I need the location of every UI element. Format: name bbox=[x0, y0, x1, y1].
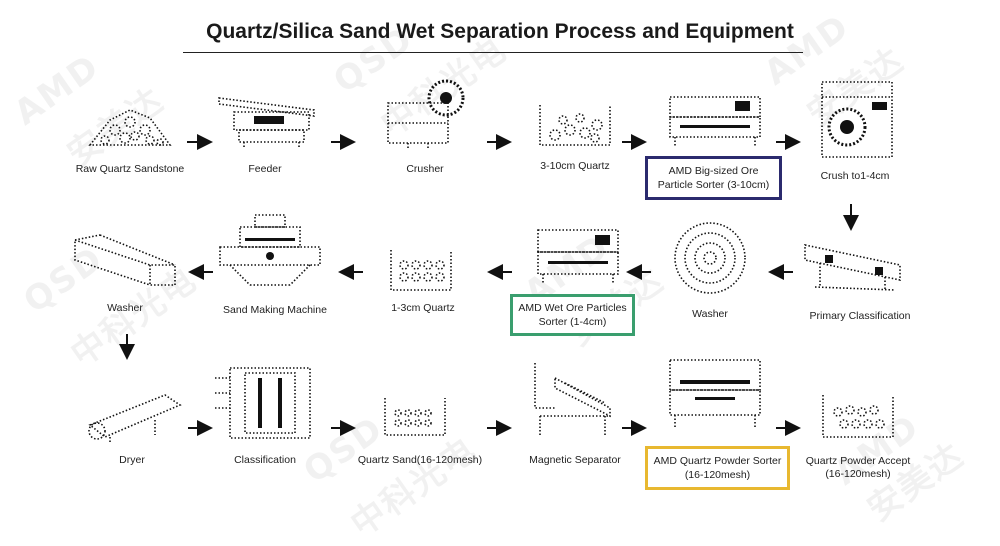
step-big-sized-sorter bbox=[665, 95, 765, 150]
step-label: Raw Quartz Sandstone bbox=[75, 163, 185, 175]
step-crush-to-1-4cm bbox=[812, 72, 902, 162]
step-3-10cm-quartz bbox=[535, 100, 615, 150]
step-sand-making-machine bbox=[210, 210, 330, 290]
title-underline bbox=[183, 52, 803, 53]
step-label: 1-3cm Quartz bbox=[391, 302, 455, 314]
sorter-label-box-powder: AMD Quartz Powder Sorter (16-120mesh) bbox=[645, 446, 790, 490]
step-label-line: Quartz Powder Accept bbox=[805, 455, 911, 467]
quartz-sand-bin-icon bbox=[384, 398, 446, 436]
step-crusher bbox=[378, 78, 468, 150]
step-label: Feeder bbox=[248, 163, 282, 175]
powder-sorter-machine-icon bbox=[669, 359, 761, 427]
sorter-label-box-wet: AMD Wet Ore Particles Sorter (1-4cm) bbox=[510, 294, 635, 336]
classifier-icon bbox=[215, 367, 311, 439]
quartz-bin-icon bbox=[390, 250, 452, 291]
step-label: Crush to1-4cm bbox=[820, 170, 890, 182]
wet-ore-sorter-machine-icon bbox=[537, 229, 619, 283]
log-washer-icon bbox=[74, 234, 176, 286]
step-label: 3-10cm Quartz bbox=[540, 160, 610, 172]
step-raw-quartz-sandstone bbox=[60, 100, 200, 150]
sorter-label-line: Sorter (1-4cm) bbox=[538, 316, 607, 328]
step-label: Classification bbox=[234, 454, 296, 466]
spiral-washer-icon bbox=[674, 222, 746, 294]
step-classification bbox=[210, 363, 320, 443]
step-powder-accept bbox=[818, 392, 898, 442]
rotary-dryer-icon bbox=[88, 394, 182, 443]
step-primary-classification bbox=[800, 235, 910, 295]
step-label: Quartz Sand(16-120mesh) bbox=[357, 454, 483, 466]
rock-pile-icon bbox=[88, 109, 172, 146]
quartz-bin-icon bbox=[539, 105, 611, 146]
step-magnetic-separator bbox=[530, 358, 620, 440]
step-label: Primary Classification bbox=[809, 310, 911, 322]
step-label: Dryer bbox=[119, 454, 145, 466]
step-label: Crusher bbox=[406, 163, 444, 175]
feeder-icon bbox=[218, 97, 315, 148]
page-title: Quartz/Silica Sand Wet Separation Proces… bbox=[206, 20, 794, 43]
step-label: Washer bbox=[107, 302, 143, 314]
vibrating-screen-icon bbox=[804, 244, 901, 291]
powder-bin-icon bbox=[822, 395, 894, 438]
step-wet-ore-sorter bbox=[533, 225, 623, 285]
step-quartz-powder-sorter bbox=[665, 355, 765, 430]
sorter-label-box-big: AMD Big-sized Ore Particle Sorter (3-10c… bbox=[645, 156, 782, 200]
step-1-3cm-quartz bbox=[386, 245, 456, 295]
step-label: Sand Making Machine bbox=[223, 304, 327, 316]
ore-sorter-machine-icon bbox=[669, 96, 761, 147]
magnetic-separator-icon bbox=[534, 363, 611, 436]
sorter-label-line: AMD Quartz Powder Sorter bbox=[653, 455, 782, 467]
sorter-label-line: Particle Sorter (3-10cm) bbox=[657, 179, 770, 191]
fine-crusher-icon bbox=[821, 81, 893, 158]
crusher-icon bbox=[387, 79, 465, 148]
step-label: Magnetic Separator bbox=[529, 454, 621, 466]
sorter-label-line: (16-120mesh) bbox=[684, 469, 751, 481]
step-label: Washer bbox=[692, 308, 728, 320]
step-quartz-sand bbox=[380, 395, 450, 440]
step-washer-1 bbox=[670, 218, 750, 298]
flow-arrows bbox=[119, 134, 859, 436]
step-dryer bbox=[80, 385, 190, 445]
step-label-line: (16-120mesh) bbox=[825, 468, 891, 480]
step-feeder bbox=[214, 90, 324, 150]
sand-making-machine-icon bbox=[219, 214, 321, 286]
sorter-label-line: AMD Big-sized Ore bbox=[668, 165, 759, 177]
sorter-label-line: AMD Wet Ore Particles bbox=[518, 302, 627, 314]
step-washer-2 bbox=[70, 230, 180, 300]
